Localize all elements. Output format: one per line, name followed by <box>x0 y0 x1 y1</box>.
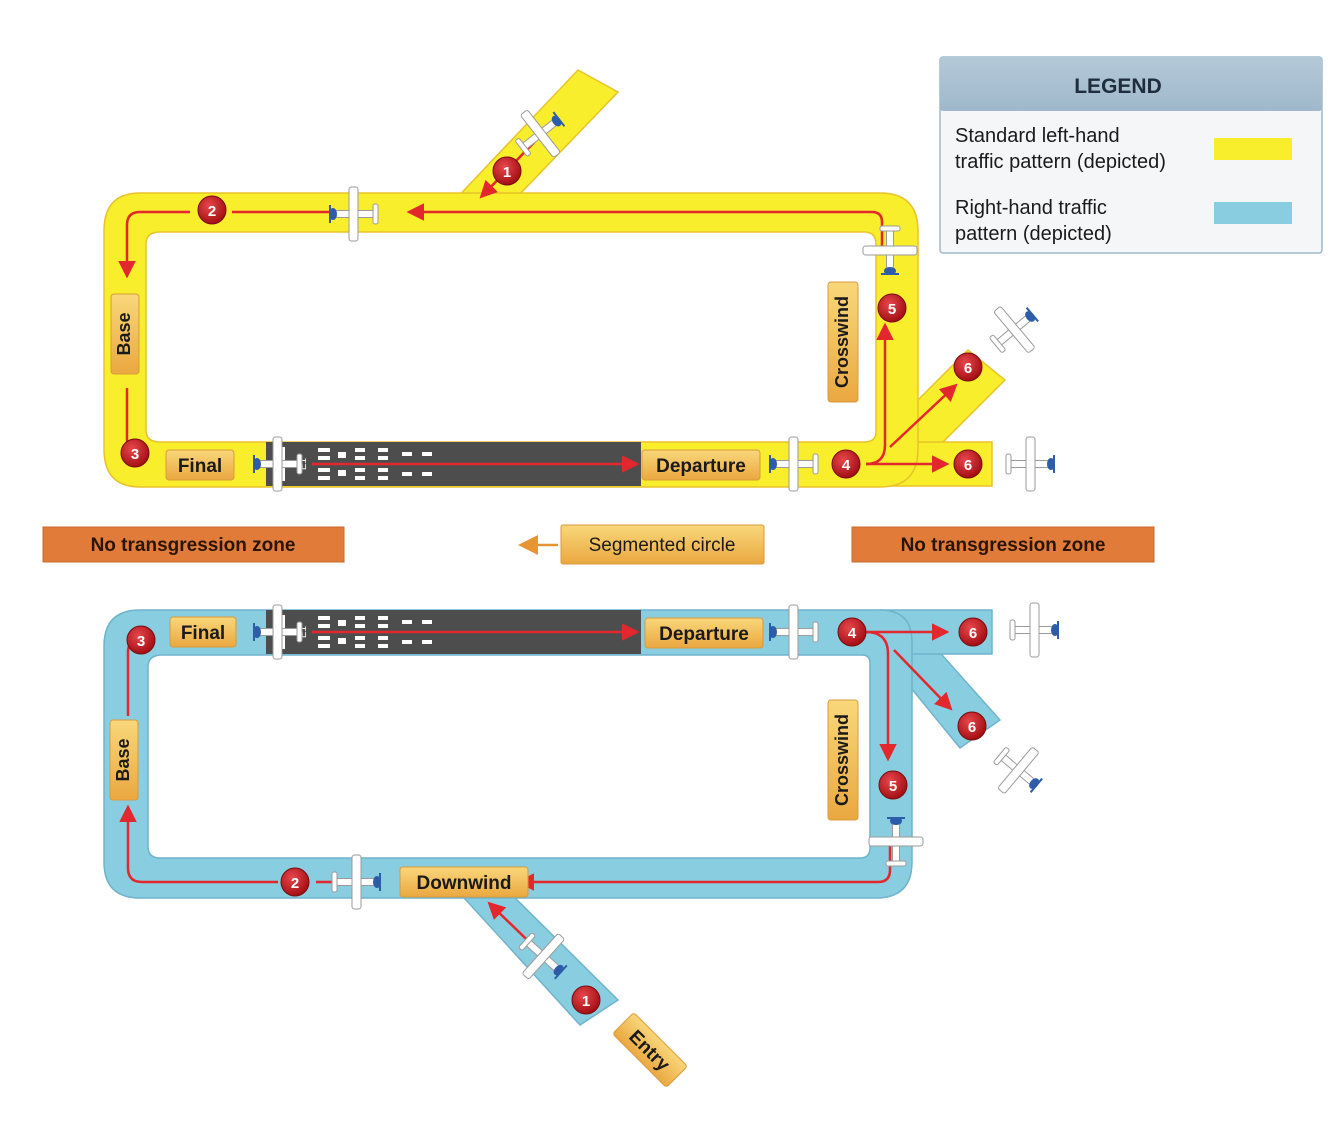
svg-text:Downwind: Downwind <box>417 873 512 894</box>
svg-text:Final: Final <box>181 623 225 644</box>
svg-text:4: 4 <box>842 457 851 474</box>
step-marker-4-bottom: 4 <box>837 617 867 647</box>
step-marker-6-diagonal-bottom: 6 <box>957 711 987 741</box>
runway-number-top: E1 <box>298 457 309 470</box>
legend-swatch-yellow <box>1214 138 1292 160</box>
step-marker-2-top: 2 <box>197 195 227 225</box>
legend-title: LEGEND <box>1074 75 1162 98</box>
svg-text:5: 5 <box>888 301 896 318</box>
legend-item-2-line1: Right-hand traffic <box>955 197 1107 219</box>
label-departure-top: Departure <box>641 449 761 481</box>
step-marker-4-top: 4 <box>831 449 861 479</box>
airplane-depart-straight-bottom <box>1009 602 1060 658</box>
svg-text:6: 6 <box>964 457 972 474</box>
step-marker-2-bottom: 2 <box>280 867 310 897</box>
svg-text:2: 2 <box>208 203 216 220</box>
label-base-top: Base <box>110 293 140 375</box>
right-hand-pattern: E1 1 2 3 4 5 6 6 Final <box>103 602 1060 1087</box>
arrow-crosswind-top <box>865 322 894 466</box>
label-crosswind-top: Crosswind <box>827 281 859 403</box>
svg-text:6: 6 <box>969 625 977 642</box>
svg-text:No transgression zone: No transgression zone <box>91 535 296 556</box>
svg-text:6: 6 <box>964 360 972 377</box>
svg-text:Crosswind: Crosswind <box>832 296 852 388</box>
svg-text:6: 6 <box>968 719 976 736</box>
arrow-base-top <box>118 210 190 279</box>
svg-text:Crosswind: Crosswind <box>832 714 852 806</box>
svg-text:4: 4 <box>848 625 857 642</box>
step-marker-1-top: 1 <box>492 156 522 186</box>
airplane-depart-diagonal-top <box>977 292 1052 368</box>
legend-item-1-line1: Standard left-hand <box>955 125 1120 147</box>
no-transgression-zone-left: No transgression zone <box>42 526 345 563</box>
legend-swatch-blue <box>1214 202 1292 224</box>
svg-text:No transgression zone: No transgression zone <box>901 535 1106 556</box>
step-marker-1-bottom: 1 <box>571 985 601 1015</box>
svg-text:1: 1 <box>582 993 590 1010</box>
legend: LEGEND Standard left-hand traffic patter… <box>939 56 1323 254</box>
svg-text:Final: Final <box>178 456 222 477</box>
label-entry-bottom: Entry <box>613 1013 687 1087</box>
step-marker-5-top: 5 <box>877 293 907 323</box>
svg-text:Departure: Departure <box>659 624 749 645</box>
segmented-circle-callout: Segmented circle <box>518 524 765 565</box>
arrow-downwind-bottom <box>516 840 892 891</box>
step-marker-6-straight-top: 6 <box>953 449 983 479</box>
label-downwind-bottom: Downwind <box>399 866 529 898</box>
step-marker-3-bottom: 3 <box>126 625 156 655</box>
label-base-bottom: Base <box>109 719 139 801</box>
svg-text:Base: Base <box>113 738 133 781</box>
label-crosswind-bottom: Crosswind <box>827 699 859 821</box>
airplane-depart-diagonal-bottom <box>981 732 1056 808</box>
svg-text:3: 3 <box>137 633 145 650</box>
arrow-depart-diagonal-top <box>889 383 958 448</box>
legend-item-2-line2: pattern (depicted) <box>955 223 1112 245</box>
left-hand-pattern: E1 1 2 3 4 5 6 6 Base <box>103 69 1056 492</box>
no-transgression-zone-right: No transgression zone <box>851 526 1155 563</box>
airplane-depart-straight-top <box>1005 436 1056 492</box>
label-departure-bottom: Departure <box>644 617 764 649</box>
svg-text:1: 1 <box>503 164 511 181</box>
flight-path-arrows-bottom <box>119 623 953 961</box>
label-final-top: Final <box>165 449 235 481</box>
arrow-downwind-top <box>406 203 884 255</box>
step-marker-5-bottom: 5 <box>878 770 908 800</box>
step-marker-6-straight-bottom: 6 <box>958 617 988 647</box>
legend-header <box>940 57 1322 111</box>
svg-text:Segmented circle: Segmented circle <box>589 535 736 556</box>
runway-number-bottom: E1 <box>298 625 309 638</box>
svg-text:Base: Base <box>114 312 134 355</box>
arrow-base-bottom <box>119 804 278 884</box>
svg-text:Departure: Departure <box>656 456 746 477</box>
step-marker-6-diagonal-top: 6 <box>953 352 983 382</box>
label-final-bottom: Final <box>169 616 237 648</box>
svg-text:2: 2 <box>291 875 299 892</box>
svg-text:5: 5 <box>889 778 897 795</box>
step-marker-3-top: 3 <box>120 438 150 468</box>
legend-item-1-line2: traffic pattern (depicted) <box>955 151 1166 173</box>
arrow-depart-diagonal-bottom <box>893 649 953 711</box>
arrow-crosswind-bottom <box>865 630 897 762</box>
svg-text:3: 3 <box>131 446 139 463</box>
